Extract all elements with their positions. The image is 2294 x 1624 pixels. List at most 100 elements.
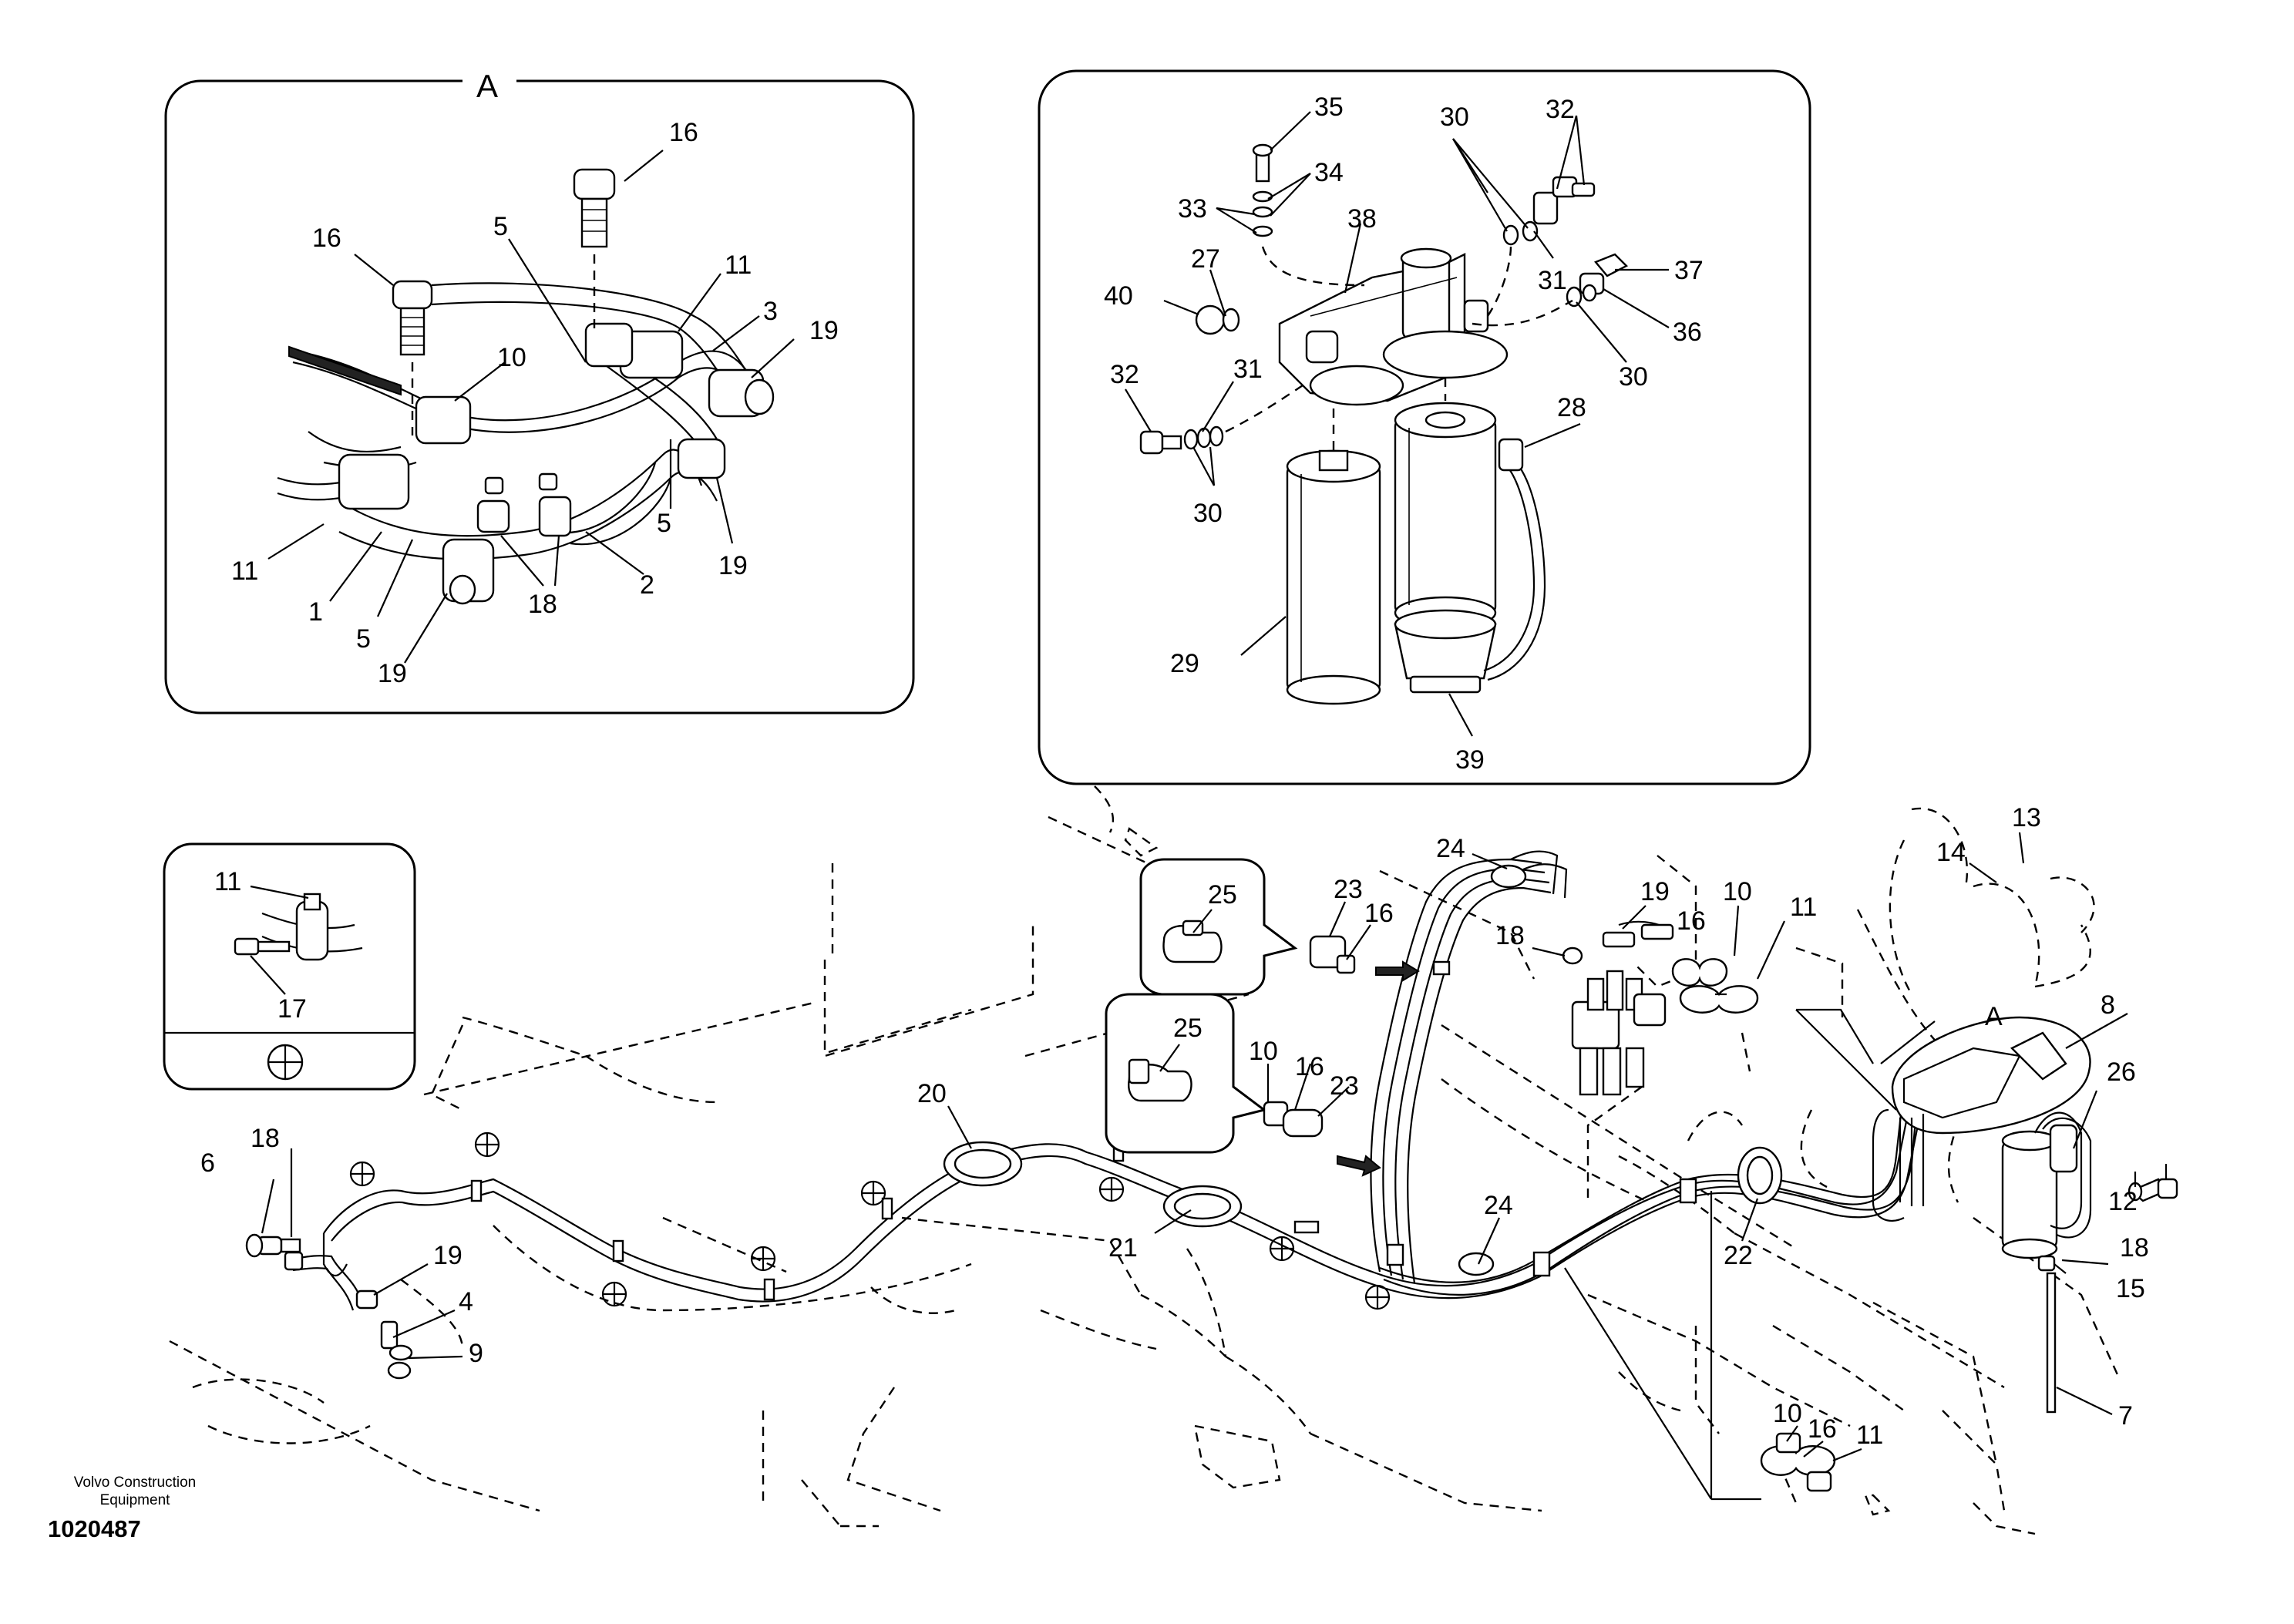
main-grommets: [470, 864, 1783, 1301]
filter-leaders: [1125, 111, 1670, 737]
filter-panel: 35 34 33 30 32 38 27 40 31 37 36 30 32 3…: [1038, 69, 1811, 785]
main-callouts: 13 14 24 19 10 11 18 16 23 16 8 A 10 16 …: [200, 803, 2149, 1450]
right-assembly: [1891, 1016, 2178, 1414]
label-10: 10: [1773, 1399, 1802, 1428]
label-32: 32: [1546, 95, 1575, 124]
label-16: 16: [1295, 1052, 1324, 1081]
label-18: 18: [2120, 1233, 2149, 1263]
label-40: 40: [1104, 281, 1133, 311]
label-16: 16: [1677, 906, 1706, 936]
label-14: 14: [1936, 838, 1966, 867]
label-3: 3: [763, 297, 778, 326]
label-26: 26: [2107, 1057, 2136, 1087]
label-16: 16: [1364, 899, 1394, 928]
label-11: 11: [1856, 1421, 1883, 1450]
label-30: 30: [1440, 103, 1469, 132]
label-21: 21: [1108, 1233, 1138, 1263]
label-11: 11: [231, 556, 258, 586]
label-29: 29: [1170, 649, 1199, 678]
label-1: 1: [308, 597, 323, 627]
label-4: 4: [459, 1287, 473, 1316]
callout-box-25-top: 25: [1139, 858, 1298, 996]
label-36: 36: [1673, 318, 1702, 347]
callout-box-25-bottom: 25: [1105, 993, 1267, 1154]
label-30: 30: [1193, 499, 1223, 528]
label-19: 19: [433, 1241, 462, 1270]
label-13: 13: [2012, 803, 2041, 832]
detail-a-leaders: [267, 150, 795, 664]
label-24: 24: [1436, 834, 1465, 863]
label-30: 30: [1619, 362, 1648, 392]
label-19: 19: [1640, 877, 1670, 906]
label-11: 11: [725, 250, 752, 280]
detail-a-callouts: 16 16 5 11 3 19 10 11 1 5 19 18 2 5 19: [231, 118, 839, 688]
label-24: 24: [1484, 1191, 1513, 1220]
label-11: 11: [214, 867, 241, 896]
label-9: 9: [469, 1339, 483, 1368]
label-23: 23: [1334, 875, 1363, 904]
detail-a-title: A: [476, 68, 498, 104]
label-18: 18: [251, 1124, 280, 1153]
label-39: 39: [1455, 745, 1485, 775]
label-8: 8: [2101, 990, 2115, 1020]
label-19: 19: [378, 659, 407, 688]
label-11: 11: [1790, 893, 1817, 922]
drawing-number: 1020487: [48, 1515, 141, 1542]
label-31: 31: [1538, 266, 1567, 295]
machine-outline: [169, 785, 2121, 1535]
clamp-inset-panel: 11 17: [163, 842, 416, 1091]
left-fittings: [245, 1233, 413, 1380]
label-34: 34: [1314, 158, 1344, 187]
label-37: 37: [1674, 256, 1704, 285]
company-name: Volvo Construction Equipment: [73, 1474, 197, 1508]
filter-head: [1278, 247, 1509, 406]
label-31: 31: [1233, 355, 1263, 384]
label-32: 32: [1110, 360, 1139, 389]
label-23: 23: [1330, 1071, 1359, 1101]
label-10: 10: [1723, 877, 1752, 906]
crosshair-symbols: [349, 1131, 1391, 1310]
label-22: 22: [1724, 1241, 1753, 1270]
clip-23-group: [1263, 901, 1420, 1177]
detail-a-panel: A: [164, 68, 915, 714]
label-10: 10: [1249, 1037, 1278, 1066]
label-35: 35: [1314, 92, 1344, 122]
filter-fittings: [1139, 143, 1629, 455]
detail-a-clamps: [338, 322, 775, 605]
label-38: 38: [1347, 204, 1377, 234]
label-19: 19: [809, 316, 839, 345]
label-33: 33: [1178, 194, 1207, 224]
label-27: 27: [1191, 244, 1220, 274]
label-2: 2: [640, 570, 654, 600]
detail-a-marker: A: [1985, 1002, 2003, 1031]
label-16: 16: [1808, 1414, 1837, 1444]
label-5: 5: [657, 509, 671, 538]
main-assembly: 25 25: [169, 785, 2178, 1535]
label-5: 5: [493, 212, 508, 241]
label-19: 19: [718, 551, 748, 580]
label-28: 28: [1557, 393, 1586, 422]
label-12: 12: [2108, 1187, 2138, 1216]
filter-canisters: [1286, 402, 1546, 705]
label-7: 7: [2118, 1401, 2133, 1431]
detail-a-bolts: [392, 168, 616, 435]
label-15: 15: [2116, 1274, 2145, 1303]
label-10: 10: [497, 343, 526, 372]
label-16: 16: [312, 224, 341, 253]
label-18: 18: [528, 590, 557, 619]
right-pipes: [1872, 1108, 1925, 1222]
bottom-clamp: [1760, 1432, 1836, 1492]
label-25: 25: [1208, 880, 1237, 910]
label-25: 25: [1173, 1014, 1202, 1043]
main-leaders: [261, 832, 2168, 1501]
label-18: 18: [1495, 921, 1525, 950]
label-5: 5: [356, 624, 371, 654]
valve-block: [1562, 920, 1759, 1096]
filter-callouts: 35 34 33 30 32 38 27 40 31 37 36 30 32 3…: [1104, 92, 1704, 775]
label-16: 16: [669, 118, 698, 147]
label-17: 17: [278, 994, 307, 1024]
label-6: 6: [200, 1148, 215, 1178]
label-20: 20: [917, 1079, 947, 1108]
